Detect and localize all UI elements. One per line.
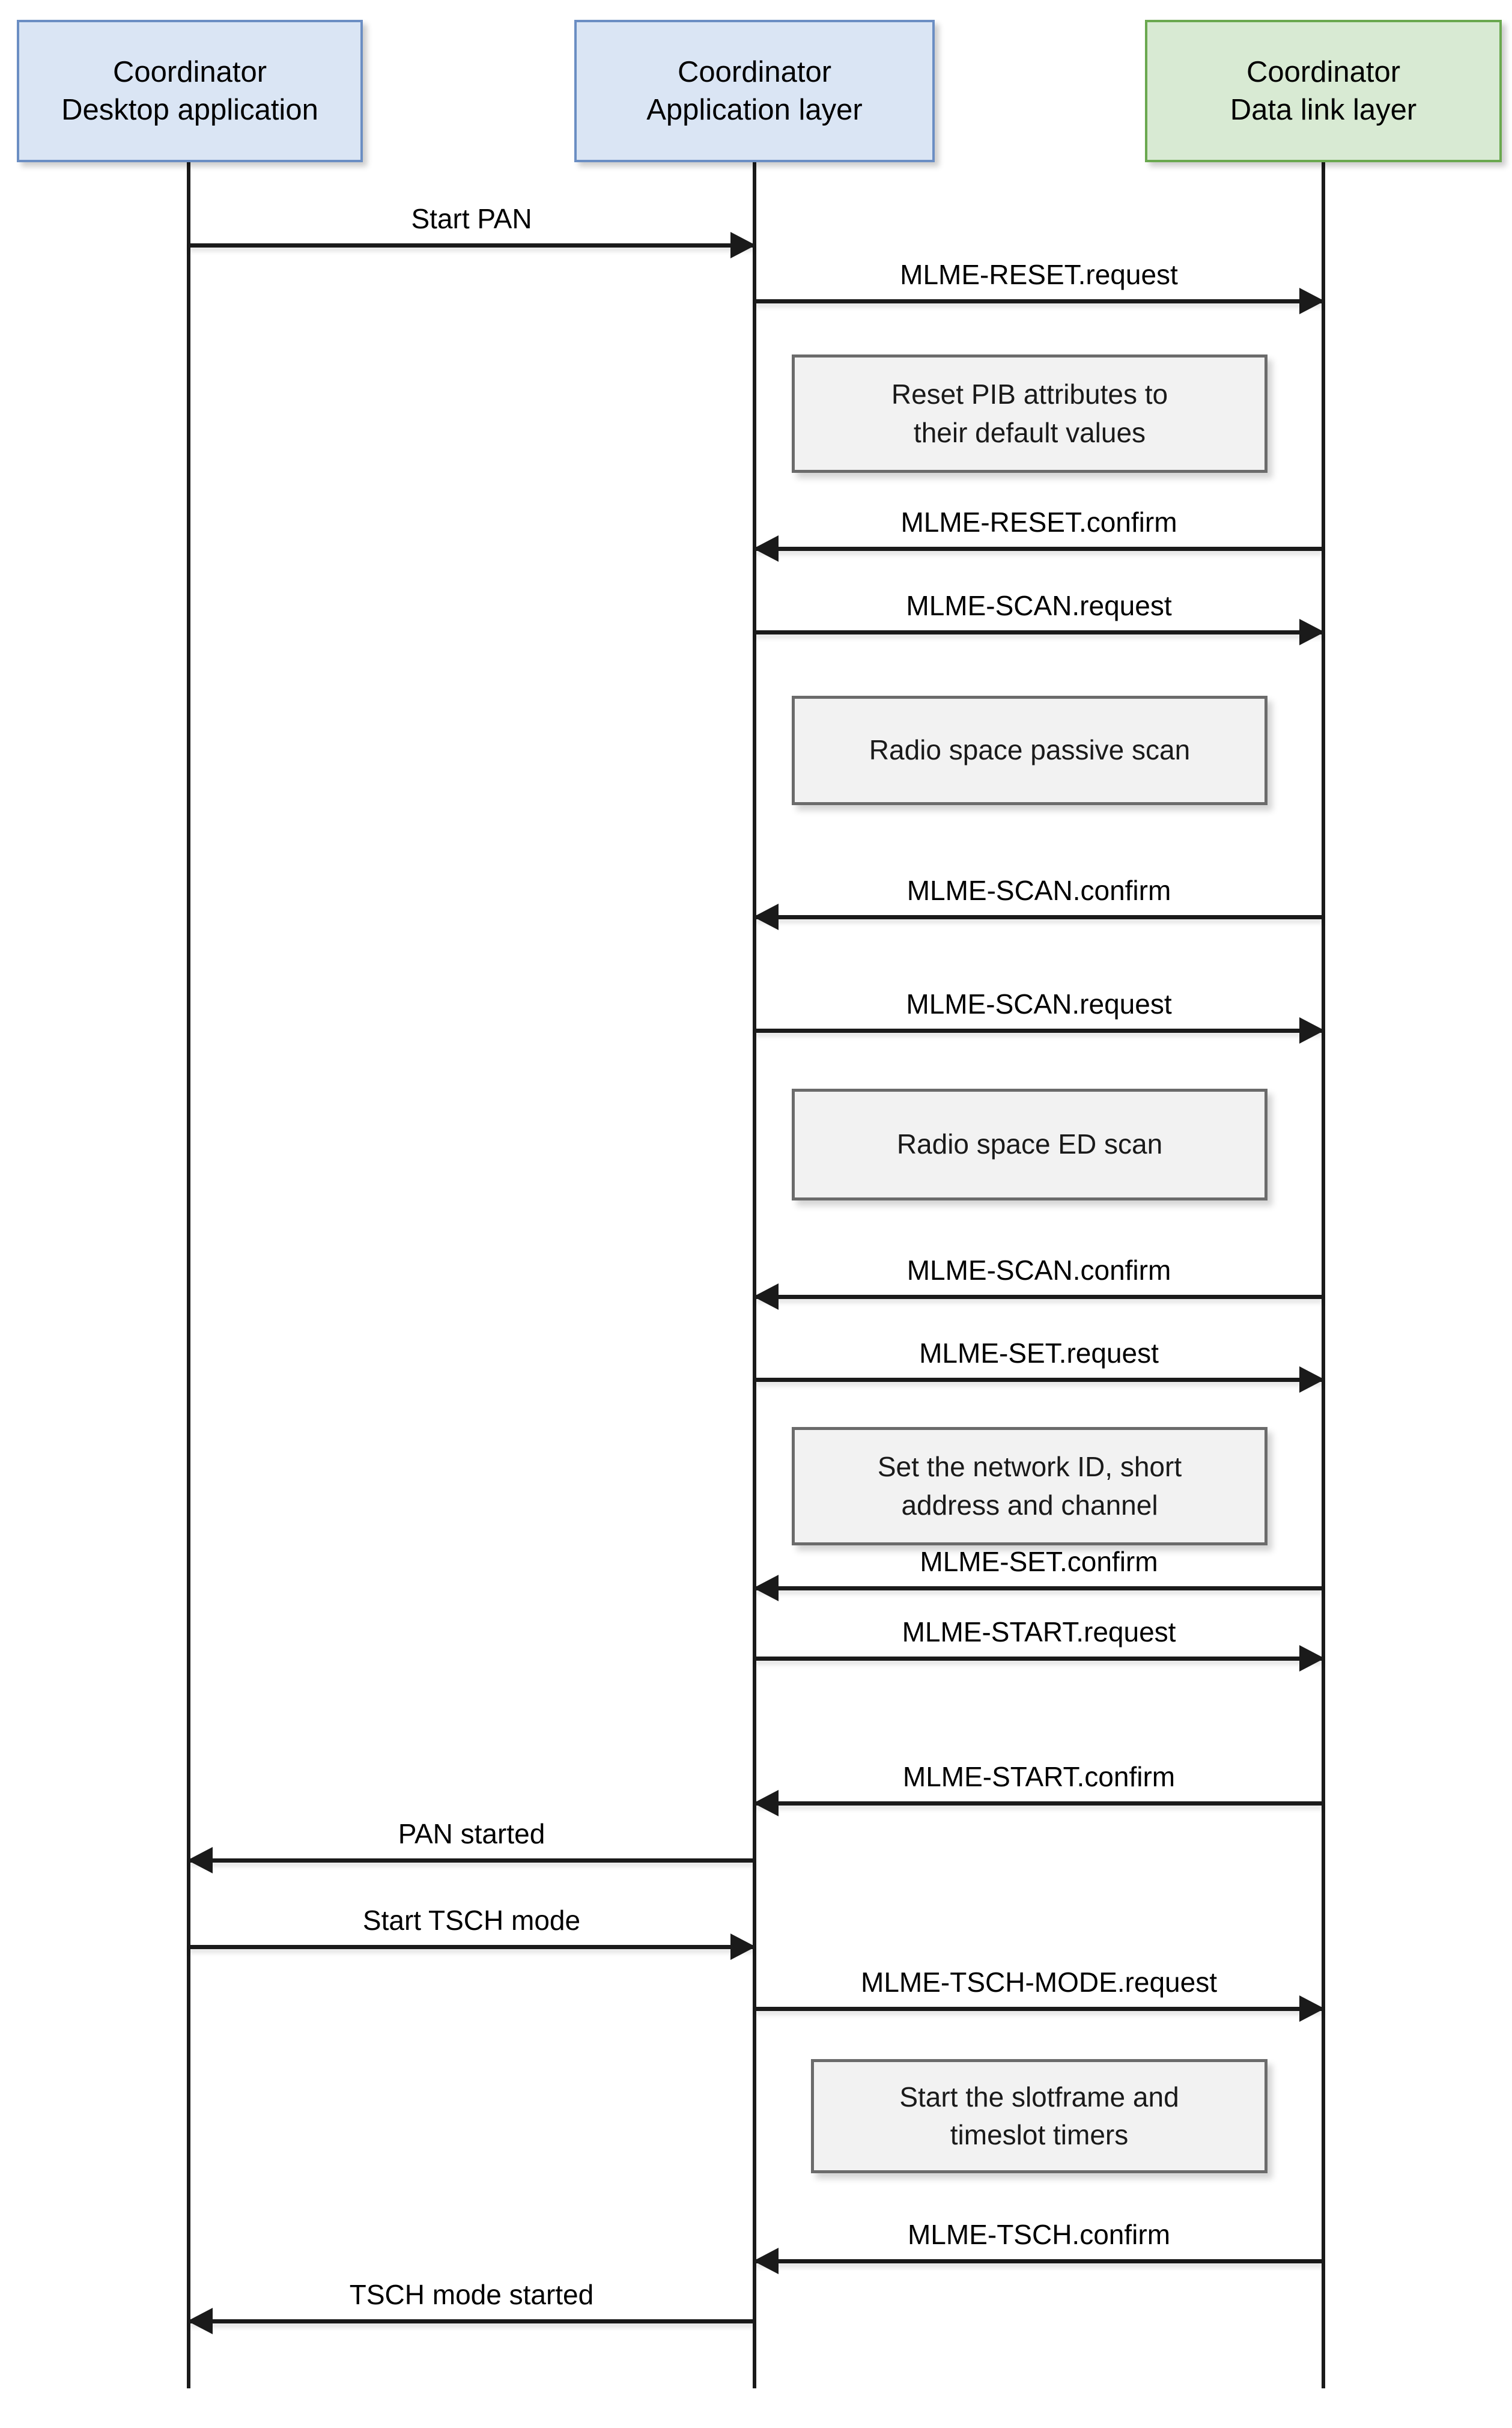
- lifeline-title: Coordinator: [112, 55, 267, 88]
- arrowhead-icon: [753, 904, 779, 930]
- lifeline-title: Coordinator: [1246, 55, 1401, 88]
- arrowhead-icon: [753, 535, 779, 562]
- arrowhead-icon: [753, 1790, 779, 1816]
- lifeline-title: Coordinator: [677, 55, 832, 88]
- message-label: MLME-TSCH.confirm: [907, 2219, 1171, 2250]
- arrowhead-icon: [753, 2248, 779, 2274]
- message-label: MLME-RESET.request: [900, 259, 1178, 290]
- message-arrow-shaft: [754, 1378, 1323, 1382]
- message-label: MLME-SET.confirm: [920, 1546, 1158, 1577]
- lifeline-stem-desktop: [187, 162, 190, 2388]
- message-arrow-shaft: [189, 243, 754, 248]
- note-text: Radio space ED scan: [896, 1128, 1163, 1160]
- arrowhead-icon: [1299, 1017, 1325, 1044]
- message-label: MLME-SCAN.request: [906, 590, 1172, 621]
- message-arrow-shaft: [754, 299, 1323, 303]
- message-label: MLME-SCAN.confirm: [906, 1255, 1171, 1286]
- message-arrow-shaft: [754, 1029, 1323, 1033]
- lifeline-subtitle: Desktop application: [61, 93, 318, 126]
- arrowhead-icon: [1299, 1366, 1325, 1393]
- arrowhead-icon: [187, 1847, 213, 1873]
- message-label: MLME-START.request: [902, 1616, 1176, 1648]
- message-label: MLME-START.confirm: [902, 1761, 1176, 1792]
- message-label: MLME-RESET.confirm: [900, 507, 1177, 538]
- message-label: Start PAN: [411, 203, 532, 234]
- message-arrow-shaft: [754, 1295, 1323, 1299]
- message-label: TSCH mode started: [349, 2279, 594, 2310]
- note-box: Radio space ED scan: [792, 1089, 1268, 1200]
- lifeline-stem-applayer: [753, 162, 756, 2388]
- message-arrow-shaft: [754, 630, 1323, 634]
- message-label: MLME-SCAN.confirm: [906, 875, 1171, 906]
- message-arrow-shaft: [754, 1657, 1323, 1661]
- lifeline-subtitle: Data link layer: [1230, 93, 1417, 126]
- message-arrow-shaft: [754, 2259, 1323, 2263]
- arrowhead-icon: [730, 1934, 756, 1960]
- arrowhead-icon: [1299, 619, 1325, 645]
- arrowhead-icon: [1299, 1995, 1325, 2022]
- message-arrow-shaft: [189, 2319, 754, 2323]
- arrowhead-icon: [187, 2308, 213, 2334]
- arrowhead-icon: [1299, 1645, 1325, 1672]
- message-arrow-shaft: [754, 915, 1323, 919]
- arrowhead-icon: [753, 1575, 779, 1601]
- message-label: MLME-SET.request: [919, 1337, 1159, 1369]
- message-label: MLME-SCAN.request: [906, 988, 1172, 1020]
- note-text: Radio space passive scan: [869, 734, 1191, 766]
- lifeline-subtitle: Application layer: [646, 93, 863, 126]
- message-arrow-shaft: [189, 1945, 754, 1949]
- message-arrow-shaft: [754, 547, 1323, 551]
- message-label: Start TSCH mode: [362, 1905, 581, 1936]
- message-label: PAN started: [398, 1818, 545, 1849]
- message-label: MLME-TSCH-MODE.request: [861, 1967, 1217, 1998]
- lifeline-stem-datalink: [1322, 162, 1325, 2388]
- message-arrow-shaft: [754, 2007, 1323, 2011]
- arrowhead-icon: [753, 1283, 779, 1310]
- message-arrow-shaft: [754, 1801, 1323, 1806]
- note-box: Radio space passive scan: [792, 696, 1268, 805]
- message-arrow-shaft: [189, 1858, 754, 1863]
- message-arrow-shaft: [754, 1586, 1323, 1590]
- arrowhead-icon: [1299, 288, 1325, 314]
- arrowhead-icon: [730, 232, 756, 258]
